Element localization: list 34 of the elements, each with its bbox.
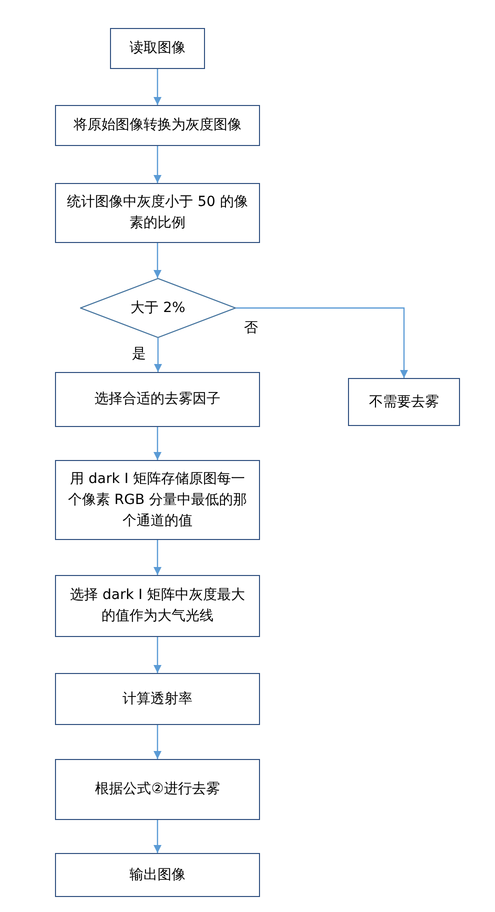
process-box: [110, 28, 205, 69]
edge-label: 否: [244, 320, 258, 336]
box-text: 不需要去雾: [369, 392, 439, 412]
arrow: [154, 69, 162, 105]
box-text: 大于 2%: [130, 298, 186, 318]
arrow: [154, 820, 162, 853]
process-box: [55, 759, 260, 820]
arrow: [154, 338, 162, 372]
arrow: [236, 307, 408, 378]
box-text: 输出图像: [130, 866, 186, 884]
box-text: 读取图像: [130, 39, 186, 58]
process-box: [55, 673, 260, 725]
process-box: [55, 575, 260, 637]
arrow: [154, 725, 162, 759]
arrow: [154, 243, 162, 278]
process-box: [55, 105, 260, 146]
arrow: [154, 427, 162, 460]
decision-diamond: [80, 278, 236, 338]
box-text: 计算透射率: [122, 690, 192, 708]
edge-label: 是: [132, 346, 146, 362]
arrow: [154, 540, 162, 575]
arrow: [154, 637, 162, 673]
box-text: 用 dark I 矩阵存储原图每一个像素 RGB 分量中最低的那个通道的值: [66, 470, 248, 530]
arrow: [154, 146, 162, 183]
process-box: [55, 460, 260, 540]
box-text: 统计图像中灰度小于 50 的像素的比例: [66, 193, 249, 233]
process-box: [348, 378, 460, 426]
process-box: [55, 183, 260, 243]
box-text: 将原始图像转换为灰度图像: [74, 116, 242, 135]
box-text: 选择合适的去雾因子: [94, 390, 220, 409]
process-box: [55, 372, 260, 427]
process-box: [55, 853, 260, 897]
box-text: 根据公式②进行去雾: [95, 780, 220, 799]
box-text: 选择 dark I 矩阵中灰度最大的值作为大气光线: [69, 586, 246, 626]
